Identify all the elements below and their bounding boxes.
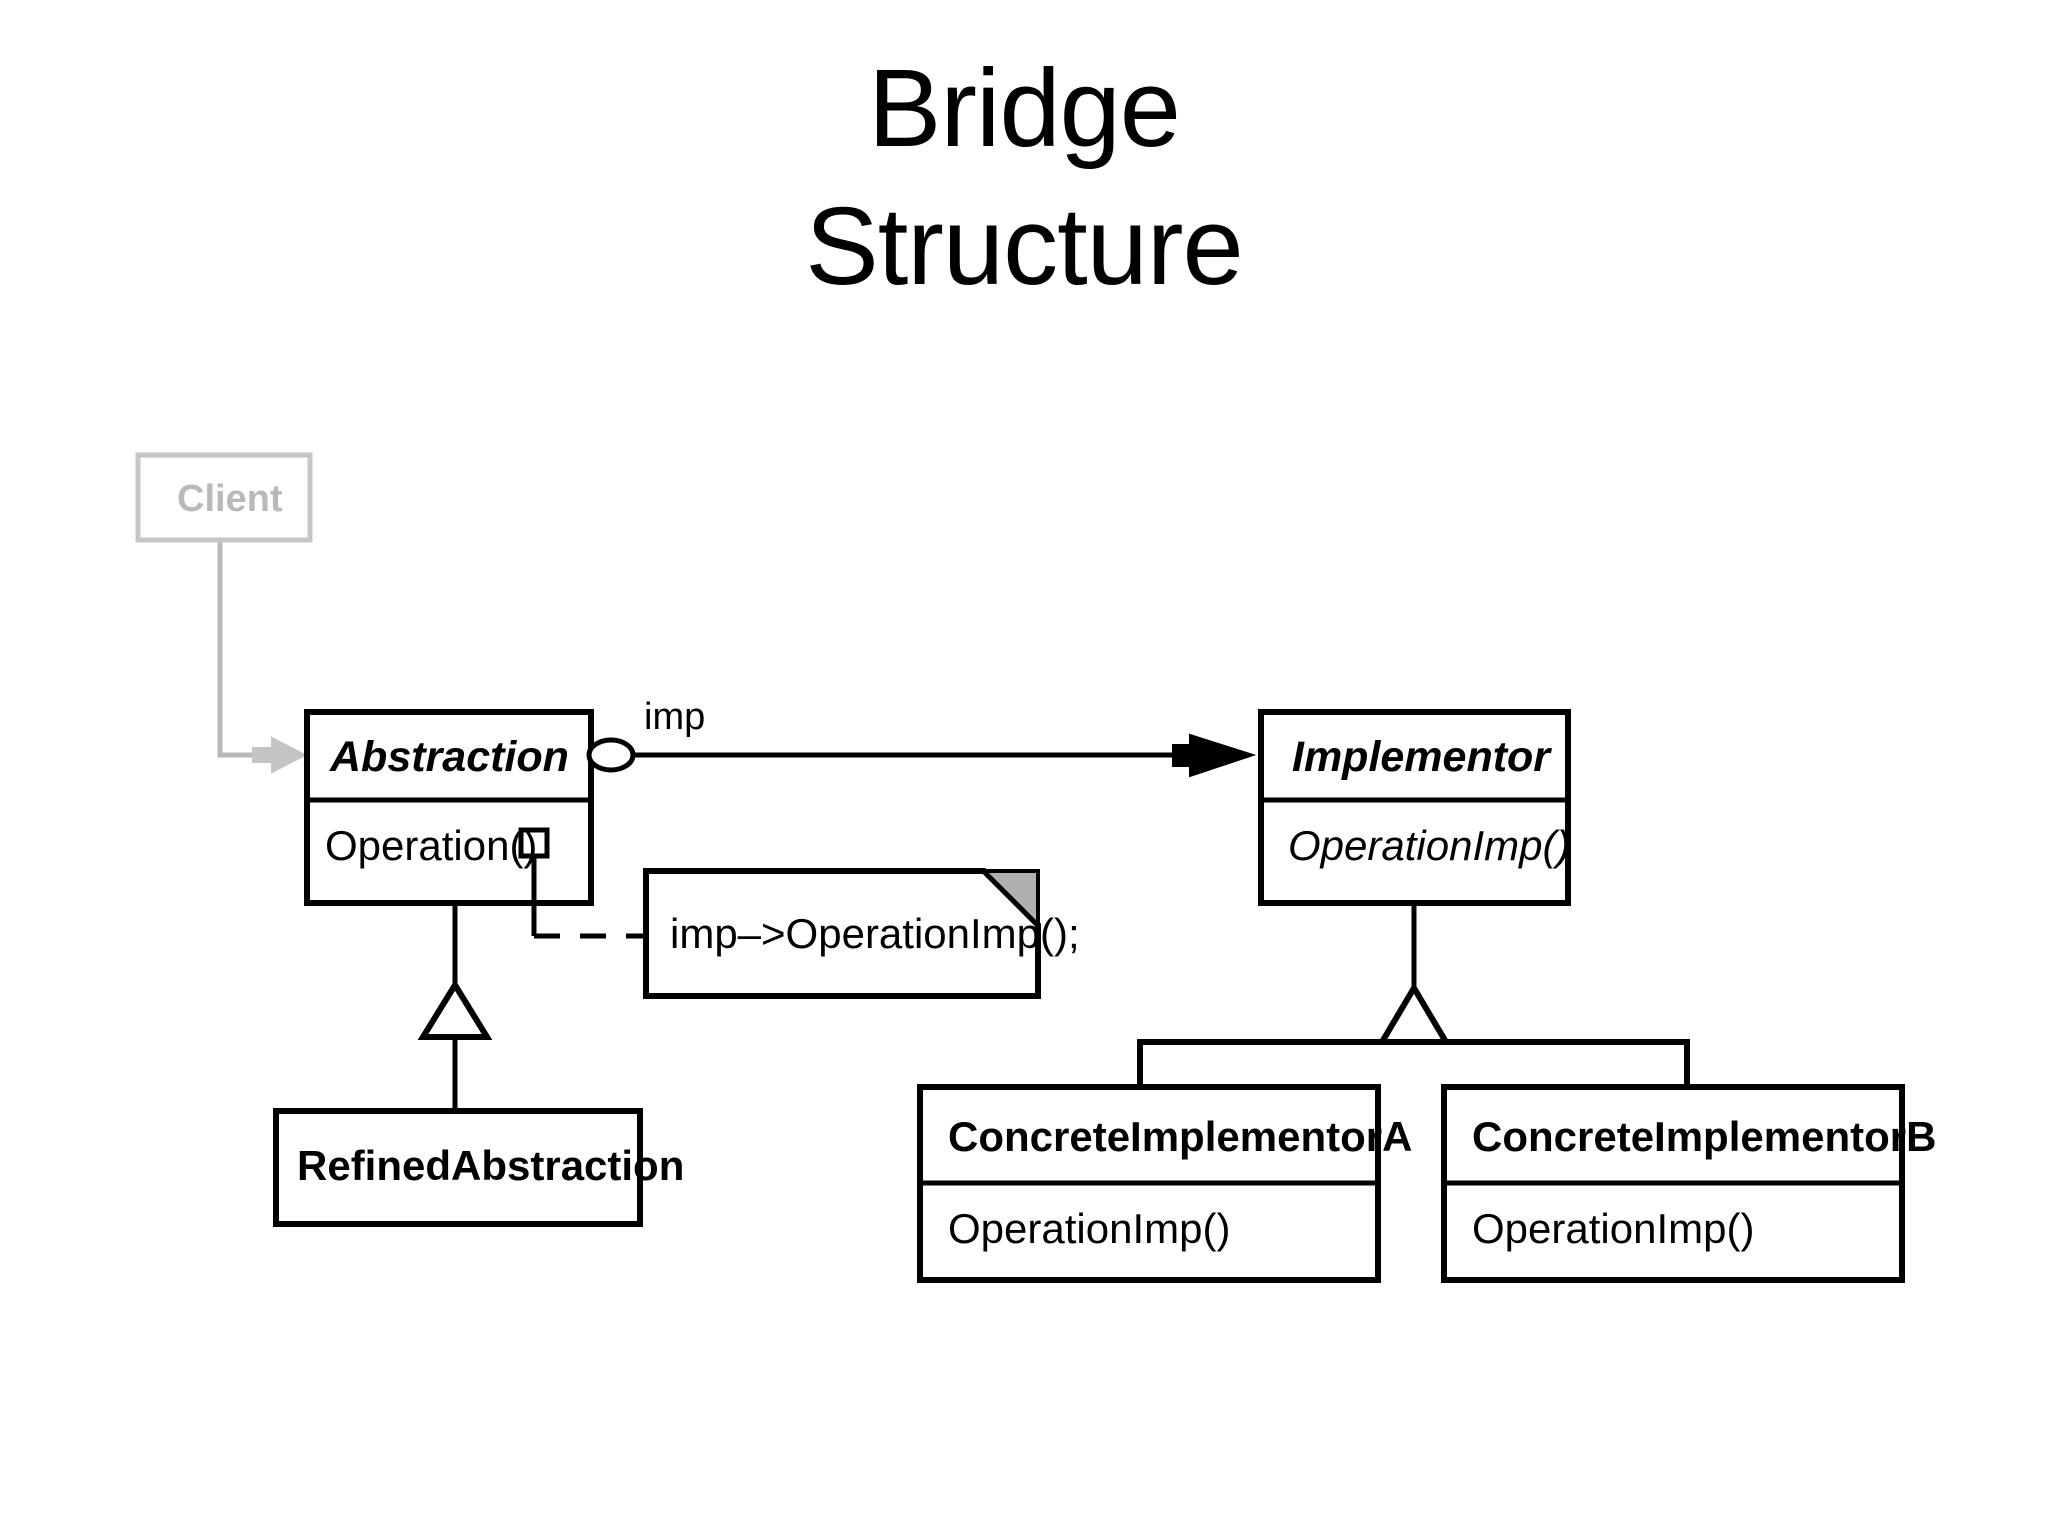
class-box-implementor[interactable] xyxy=(1258,709,1571,906)
hollow-triangle-icon-left xyxy=(417,979,493,1040)
class-name-refined-abstraction: RefinedAbstraction xyxy=(297,1142,685,1189)
class-box-client[interactable] xyxy=(135,452,313,543)
title-line-2: Structure xyxy=(805,184,1243,308)
implementor-operationimp-label: OperationImp() xyxy=(1288,822,1571,869)
client-connector-line xyxy=(217,540,283,758)
title-line-1: Bridge xyxy=(868,47,1181,170)
class-name-client: Client xyxy=(177,478,283,520)
relationship-operation-to-note xyxy=(518,827,646,939)
class-name-concrete-implementor-b: ConcreteImplementorB xyxy=(1472,1113,1937,1160)
page-title: Bridge Structure xyxy=(0,40,2048,315)
relationship-concrete-implementors-inherit xyxy=(1137,903,1690,1087)
class-box-concrete-implementor-b[interactable] xyxy=(1441,1084,1905,1283)
class-name-abstraction: Abstraction xyxy=(330,733,569,781)
relationship-refined-abstraction-inherits xyxy=(417,903,493,1111)
class-name-implementor: Implementor xyxy=(1292,733,1551,781)
filled-arrowhead-icon xyxy=(1172,733,1257,778)
concrete-b-operationimp-label: OperationImp() xyxy=(1472,1205,1755,1252)
note-operation-body[interactable] xyxy=(643,868,1041,999)
abstraction-operation-label: Operation() xyxy=(325,822,538,869)
relationship-client-to-abstraction xyxy=(217,540,308,774)
class-box-concrete-implementor-a[interactable] xyxy=(917,1084,1381,1283)
relationship-abstraction-to-implementor xyxy=(586,733,1257,778)
concrete-a-operationimp-label: OperationImp() xyxy=(948,1205,1231,1252)
class-box-abstraction[interactable] xyxy=(304,709,594,906)
hollow-triangle-icon-right xyxy=(1376,982,1452,1045)
class-box-refined-abstraction[interactable] xyxy=(273,1108,643,1227)
hollow-diamond-icon xyxy=(586,737,636,773)
class-name-concrete-implementor-a: ConcreteImplementorA xyxy=(948,1113,1413,1160)
client-arrowhead-icon xyxy=(252,736,308,774)
association-label-imp: imp xyxy=(644,696,706,738)
note-fold-edge xyxy=(982,869,1040,927)
note-text: imp–>OperationImp(); xyxy=(670,910,1080,957)
